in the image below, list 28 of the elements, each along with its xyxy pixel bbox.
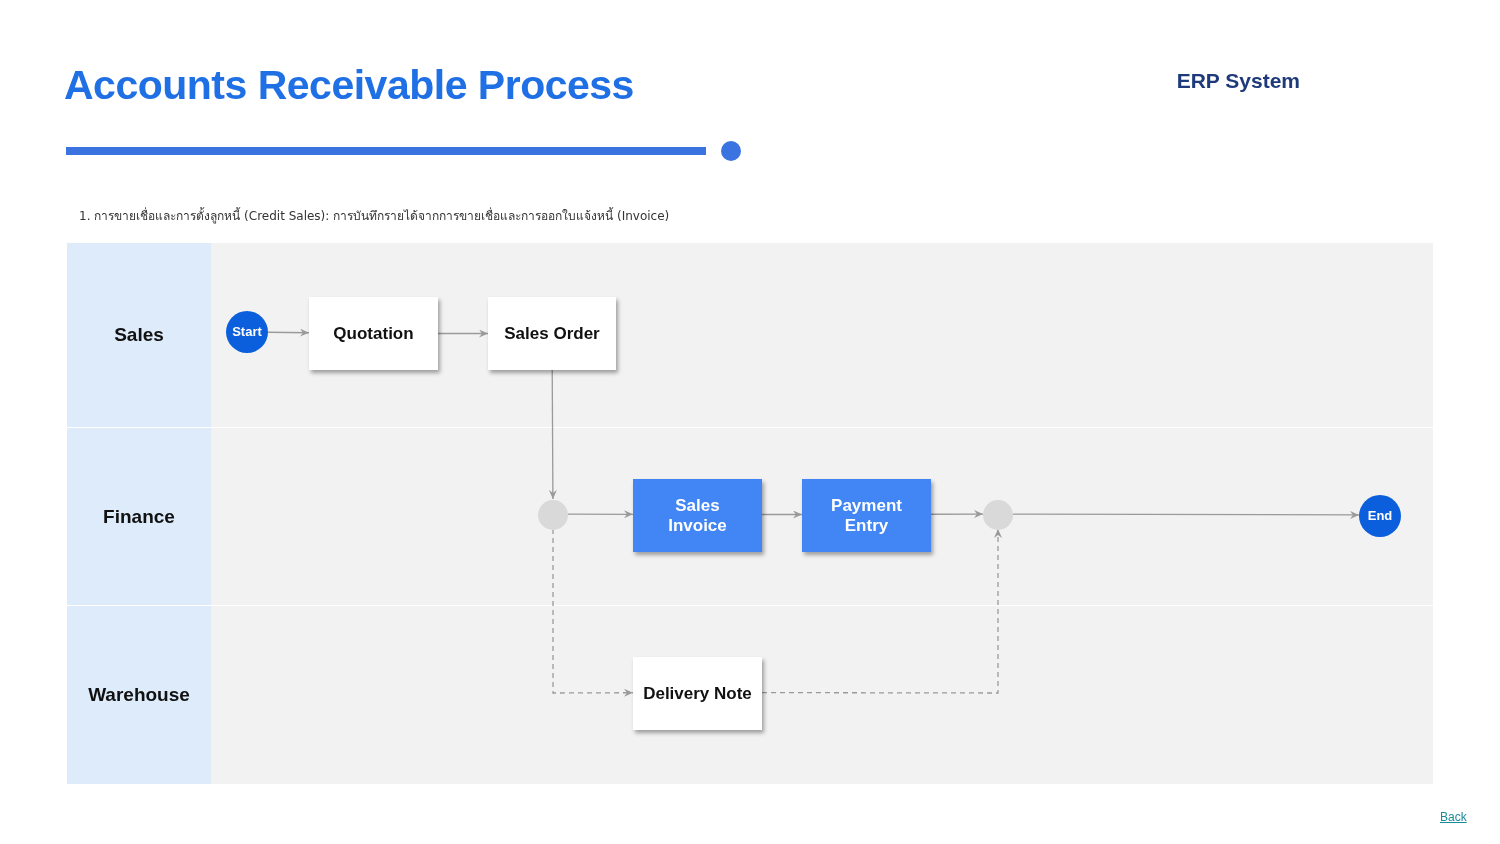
arrow bbox=[267, 328, 310, 337]
swimlane bbox=[67, 427, 1433, 606]
process-box: Payment Entry bbox=[802, 479, 931, 552]
swimlane bbox=[67, 605, 1433, 784]
arrow bbox=[1012, 510, 1360, 519]
lane-header: Sales bbox=[67, 243, 211, 427]
arrow bbox=[761, 510, 803, 519]
junction-circle bbox=[983, 500, 1013, 530]
process-box: Sales Invoice bbox=[633, 479, 762, 552]
process-box: Quotation bbox=[309, 297, 438, 370]
terminal-circle: Start bbox=[226, 311, 268, 353]
process-box: Sales Order bbox=[488, 297, 616, 370]
title: Accounts Receivable Process bbox=[64, 62, 634, 109]
arrow bbox=[930, 510, 984, 519]
arrow bbox=[437, 329, 489, 338]
system-label: ERP System bbox=[1176, 69, 1300, 93]
arrow bbox=[552, 528, 634, 697]
lane-header: Finance bbox=[67, 428, 211, 606]
terminal-circle: End bbox=[1359, 495, 1401, 537]
junction-circle bbox=[538, 500, 568, 530]
back-link: Back bbox=[1440, 810, 1467, 824]
swimlane bbox=[67, 243, 1433, 427]
lane-header: Warehouse bbox=[67, 606, 211, 784]
section-note: 1. การขายเชื่อและการตั้งลูกหนี้ (Credit Sales): การบันทึกรายได้จากการขายเชื่อและการออกใบแจ้งหนี้ (Invoice) bbox=[79, 206, 670, 225]
process-box: Delivery Note bbox=[633, 657, 762, 730]
arrow bbox=[761, 528, 1002, 694]
arrow bbox=[548, 369, 557, 500]
arrow bbox=[567, 510, 634, 519]
